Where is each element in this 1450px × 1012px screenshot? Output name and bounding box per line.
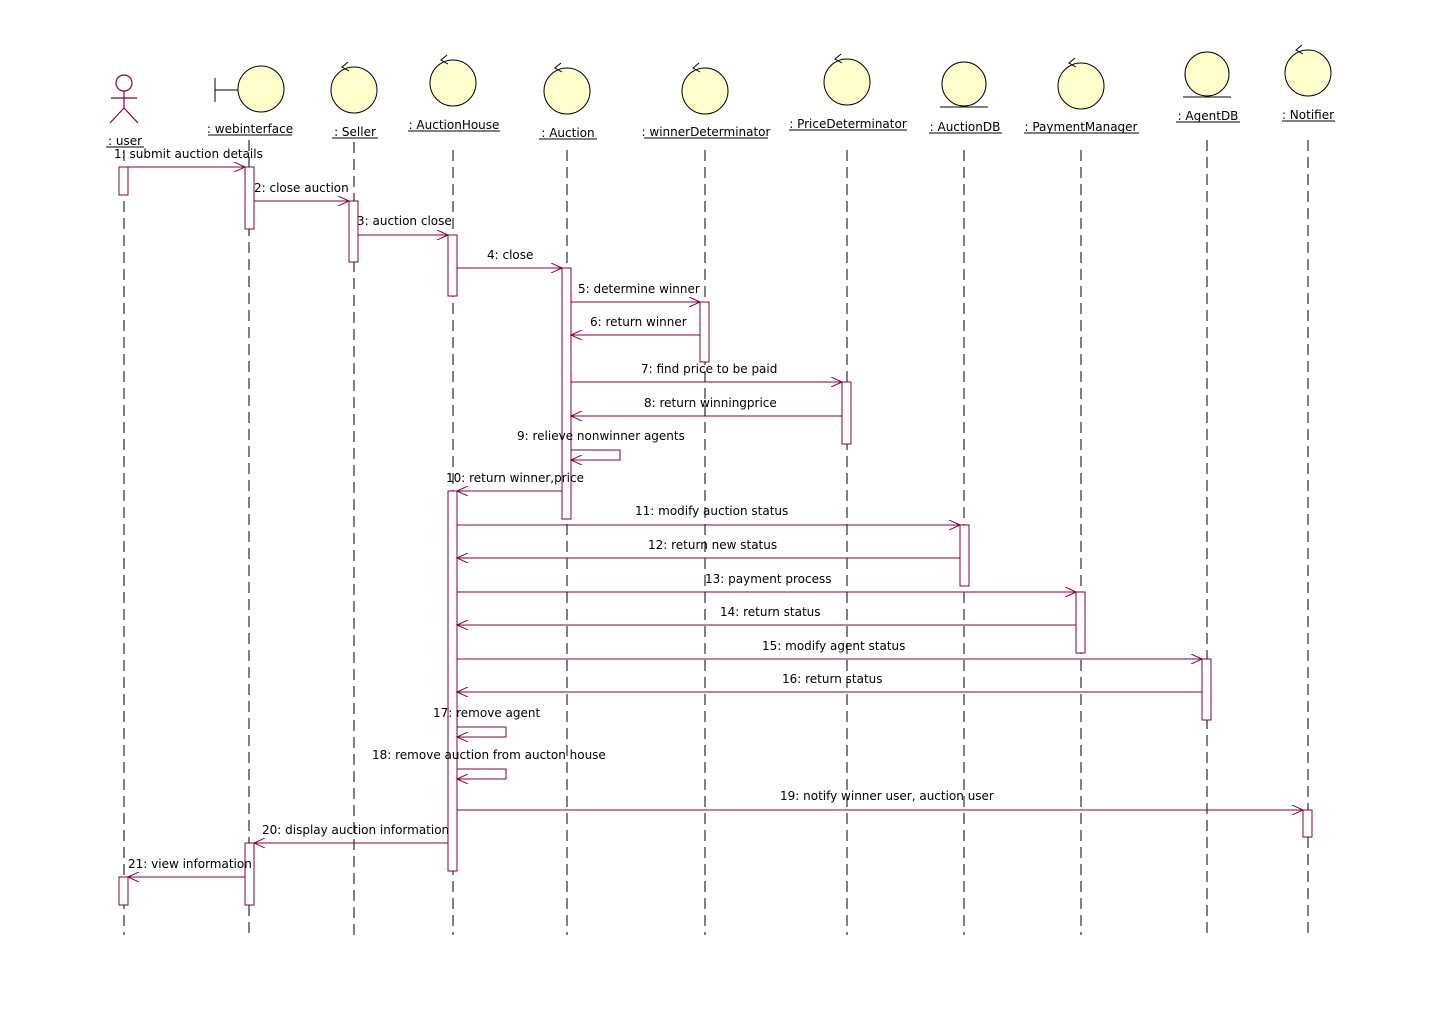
message-label: 11: modify auction status — [635, 504, 788, 518]
activation-bar-user — [118, 876, 129, 906]
boundary-icon — [214, 65, 285, 113]
activation-bar-seller — [348, 200, 359, 263]
message-label: 21: view information — [128, 857, 252, 871]
message-label: 16: return status — [782, 672, 883, 686]
control-icon — [681, 62, 729, 115]
control-icon — [429, 54, 477, 107]
message-label: 1: submit auction details — [114, 147, 263, 161]
control-icon — [330, 61, 378, 114]
lifeline-label-pricedeterminator: : PriceDeterminator — [789, 117, 907, 131]
activation-bar-webinterface — [244, 842, 255, 906]
self-message-arrow — [457, 726, 507, 737]
lifeline-label-auctionhouse: : AuctionHouse — [409, 118, 500, 132]
actor-icon — [109, 74, 139, 124]
lifeline-label-user: : user — [108, 134, 142, 148]
control-icon — [543, 62, 591, 115]
activation-bar-auctionhouse — [447, 234, 458, 297]
message-label: 9: relieve nonwinner agents — [517, 429, 685, 443]
activation-bar-paymentmanager — [1075, 591, 1086, 654]
message-label: 5: determine winner — [578, 282, 700, 296]
lifeline-label-auction: : Auction — [541, 126, 594, 140]
activation-bar-webinterface — [244, 166, 255, 230]
self-message-arrow — [457, 768, 507, 779]
message-label: 15: modify agent status — [762, 639, 905, 653]
activation-bar-user — [118, 166, 129, 196]
message-label: 10: return winner,price — [446, 471, 584, 485]
control-icon — [1284, 44, 1332, 97]
message-label: 12: return new status — [648, 538, 777, 552]
activation-bar-auction — [561, 267, 572, 520]
lifeline-label-webinterface: : webinterface — [207, 122, 293, 136]
message-label: 20: display auction information — [262, 823, 449, 837]
control-icon — [823, 53, 871, 106]
message-label: 6: return winner — [590, 315, 687, 329]
lifeline-label-auctiondb: : AuctionDB — [930, 120, 1001, 134]
lifeline-label-seller: : Seller — [334, 125, 376, 139]
activation-bar-pricedeterminator — [841, 381, 852, 445]
message-label: 18: remove auction from aucton house — [372, 748, 606, 762]
lifeline-label-agentdb: : AgentDB — [1178, 109, 1239, 123]
message-label: 13: payment process — [705, 572, 832, 586]
self-message-arrow — [571, 449, 621, 460]
message-label: 2: close auction — [254, 181, 349, 195]
lifeline-label-paymentmanager: : PaymentManager — [1025, 120, 1138, 134]
message-label: 17: remove agent — [433, 706, 540, 720]
activation-bar-auctiondb — [959, 524, 970, 587]
activation-bar-agentdb — [1201, 658, 1212, 721]
entity-icon — [940, 61, 988, 108]
message-label: 8: return winningprice — [644, 396, 777, 410]
lifeline-label-notifier: : Notifier — [1282, 108, 1334, 122]
entity-icon — [1183, 51, 1231, 98]
message-label: 3: auction close — [357, 214, 452, 228]
message-label: 4: close — [487, 248, 533, 262]
message-label: 7: find price to be paid — [641, 362, 777, 376]
activation-bar-notifier — [1302, 809, 1313, 838]
lifeline-label-winnerdeterminator: : winnerDeterminator — [642, 125, 771, 139]
activation-bar-winnerdeterminator — [699, 301, 710, 363]
control-icon — [1057, 57, 1105, 110]
message-label: 19: notify winner user, auction user — [780, 789, 994, 803]
message-label: 14: return status — [720, 605, 821, 619]
activation-bar-auctionhouse — [447, 490, 458, 872]
